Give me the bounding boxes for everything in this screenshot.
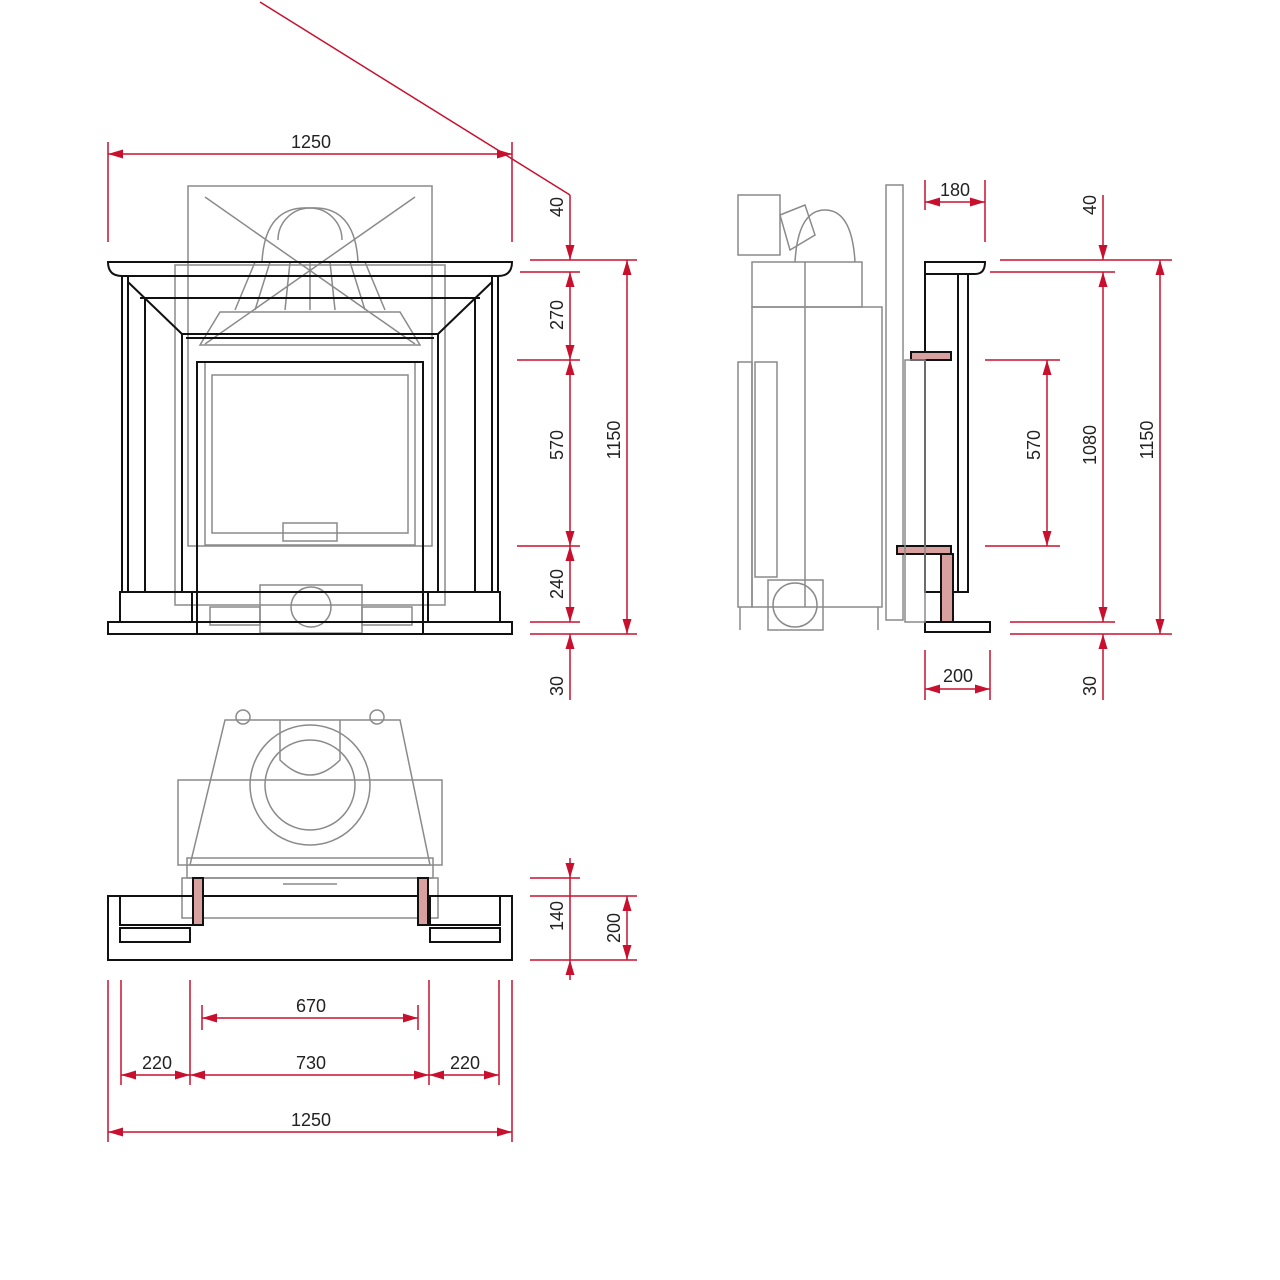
side-view-surround: [896, 261, 991, 633]
side-view-stove: [737, 184, 904, 631]
dimension-label: 30: [1080, 676, 1100, 696]
dimension-label: 200: [604, 913, 624, 943]
dimension-label: 1250: [291, 132, 331, 152]
dimension-label: 270: [547, 300, 567, 330]
dimension-label: 570: [547, 430, 567, 460]
dimension-label: 570: [1024, 430, 1044, 460]
dimension-lines: 1250 40 270 570 240 30 1150 180 200 40 570 1080 30 11…: [107, 1, 1172, 1142]
dimension-label: 220: [450, 1053, 480, 1073]
front-view-surround: [106, 261, 514, 635]
dimension-label: 1150: [604, 421, 624, 460]
dimension-label: 200: [943, 666, 973, 686]
dimension-label: 730: [296, 1053, 326, 1073]
dimension-label: 180: [940, 180, 970, 200]
dimension-label: 1150: [1137, 421, 1157, 460]
plan-view-stove: [177, 709, 443, 919]
dimension-label: 30: [547, 676, 567, 696]
dimension-label: 1250: [291, 1110, 331, 1130]
dimension-label: 140: [547, 901, 567, 931]
dimension-label: 670: [296, 996, 326, 1016]
dimension-line: [259, 1, 571, 196]
front-view-stove: [174, 185, 446, 634]
dimension-label: 1080: [1080, 425, 1100, 465]
dimension-label: 240: [547, 569, 567, 599]
dimension-label: 220: [142, 1053, 172, 1073]
dimension-label: 40: [547, 197, 567, 217]
dimension-label: 40: [1080, 195, 1100, 215]
plan-view-surround: [107, 877, 513, 961]
